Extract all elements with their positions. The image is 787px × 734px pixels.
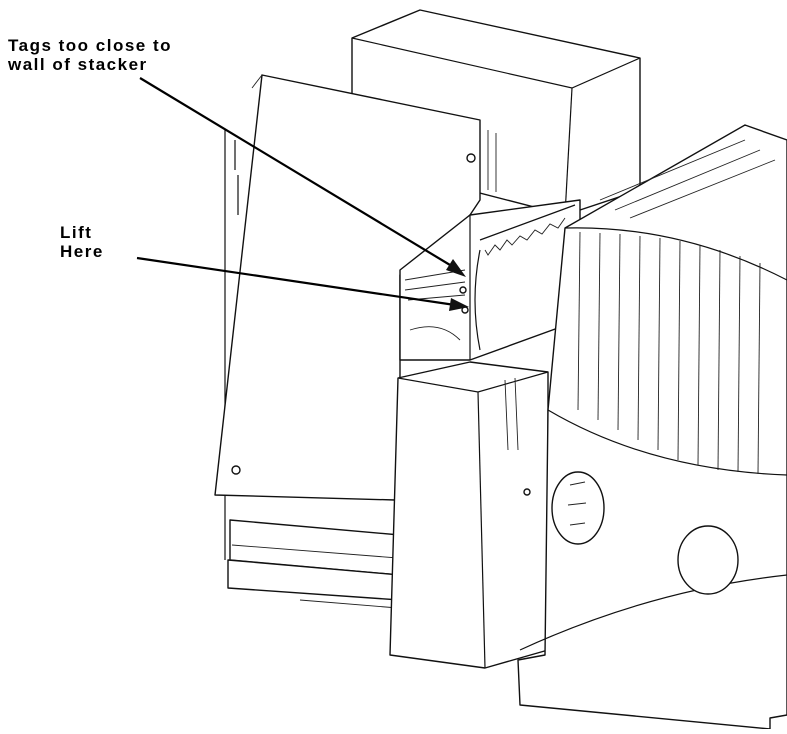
side-panel bbox=[214, 74, 481, 501]
lift-callout-line-2: Here bbox=[60, 242, 104, 261]
tags-arrowhead bbox=[446, 259, 466, 277]
lift-arrowhead bbox=[449, 298, 469, 311]
tags-leader-line bbox=[139, 77, 456, 269]
tags-callout-line-2: wall of stacker bbox=[8, 55, 148, 74]
front-stacker-box bbox=[389, 361, 549, 669]
lift-callout-line-1: Lift bbox=[60, 223, 93, 242]
lift-leader-line bbox=[136, 256, 456, 307]
tags-callout-line-1: Tags too close to bbox=[8, 36, 173, 55]
printer-base bbox=[224, 130, 401, 609]
lift-callout: Lift Here bbox=[60, 223, 104, 261]
leader-lines bbox=[136, 77, 469, 311]
stacker-interior bbox=[399, 199, 581, 361]
tags-callout: Tags too close to wall of stacker bbox=[8, 36, 172, 74]
